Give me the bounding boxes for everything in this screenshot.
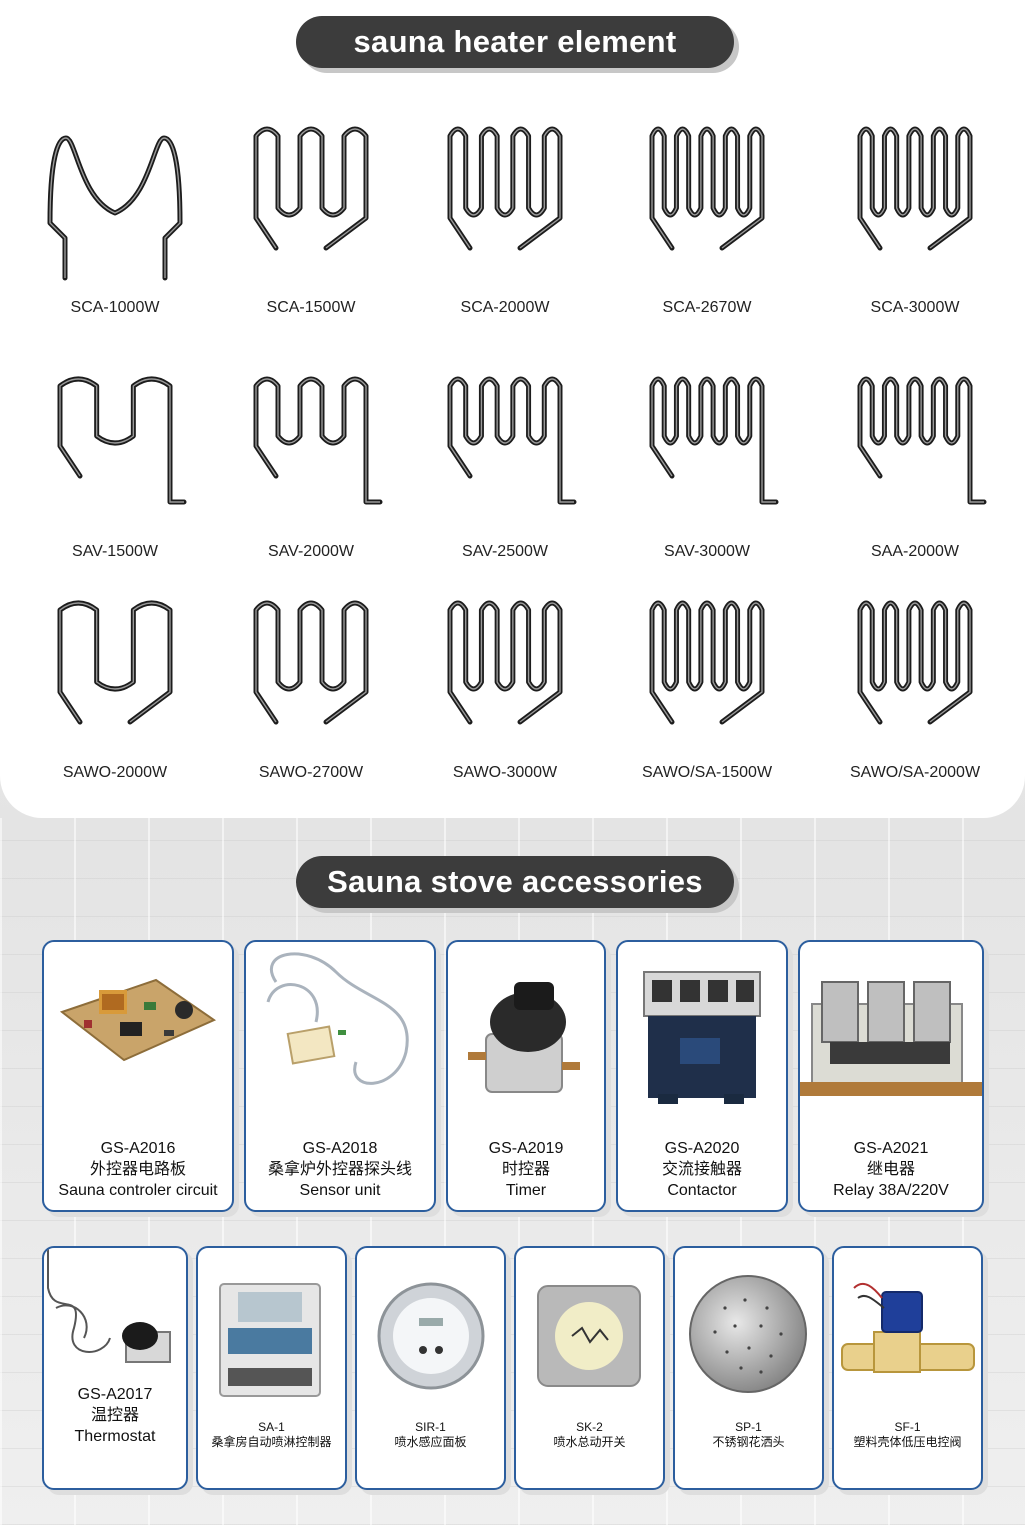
heater-element-image (649, 126, 765, 251)
heater-element-item[interactable]: SCA-1500W (216, 118, 406, 348)
heater-element-image (253, 126, 369, 251)
product-name-en: Sauna controler circuit (58, 1182, 218, 1199)
solenoid-valve-image (841, 1282, 975, 1373)
heater-model-label: SAWO-2700W (258, 764, 364, 781)
heater-element-image (253, 600, 369, 725)
product-name-cn: 时控器 (501, 1161, 550, 1178)
timer-image (468, 982, 580, 1093)
heater-element-item[interactable]: SAA-2000W (820, 366, 1010, 596)
product-name-cn: 不锈钢花洒头 (712, 1435, 785, 1449)
heater-element-image (447, 600, 563, 725)
heater-element-item[interactable]: SAWO/SA-1500W (612, 592, 802, 822)
heater-model-label: SCA-2670W (662, 299, 752, 316)
product-code: SA-1 (258, 1420, 285, 1434)
thermostat-image (47, 1248, 171, 1363)
contactor-image (643, 971, 761, 1104)
product-code: GS-A2017 (77, 1386, 153, 1403)
product-name-en: Thermostat (74, 1428, 156, 1445)
section-title-accessories: Sauna stove accessories (296, 856, 734, 908)
heater-element-image (447, 126, 563, 251)
spray-switch-image (537, 1285, 641, 1387)
product-name-cn: 喷水感应面板 (394, 1435, 467, 1449)
heater-element-item[interactable]: SAV-2000W (216, 366, 406, 596)
section-title-heaters: sauna heater element (296, 16, 734, 68)
relay-image (800, 981, 982, 1096)
product-name-en: Timer (505, 1182, 547, 1199)
product-name-cn: 桑拿房自动喷淋控制器 (211, 1435, 332, 1449)
product-name-en: Contactor (667, 1182, 737, 1199)
product-code: GS-A2019 (488, 1140, 564, 1157)
heater-model-label: SCA-3000W (870, 299, 960, 316)
heater-element-item[interactable]: SAWO-2000W (20, 592, 210, 822)
heater-element-item[interactable]: SCA-3000W (820, 118, 1010, 348)
heater-model-label: SAV-3000W (664, 543, 750, 560)
heater-element-item[interactable]: SAWO/SA-2000W (820, 592, 1010, 822)
product-code: GS-A2020 (664, 1140, 740, 1157)
heater-element-image (857, 376, 987, 505)
sensor-cable-image (266, 952, 409, 1085)
circuit-board-image (59, 978, 217, 1062)
heater-model-label: SAV-1500W (72, 543, 158, 560)
product-name-cn: 桑拿炉外控器探头线 (267, 1161, 412, 1178)
heater-element-item[interactable]: SAV-1500W (20, 366, 210, 596)
product-code: GS-A2021 (853, 1140, 929, 1157)
heater-model-label: SCA-1000W (70, 299, 160, 316)
heater-element-item[interactable]: SAV-2500W (410, 366, 600, 596)
heater-element-image (57, 600, 173, 725)
accessory-card[interactable]: GS-A2017 温控器 Thermostat (42, 1246, 188, 1490)
accessory-card[interactable]: GS-A2016 外控器电路板 Sauna controler circuit (42, 940, 234, 1212)
accessory-card[interactable]: SF-1 塑料壳体低压电控阀 (832, 1246, 983, 1490)
heater-model-label: SAWO-3000W (452, 764, 558, 781)
product-name-cn: 外控器电路板 (89, 1161, 186, 1178)
heater-element-image (253, 376, 383, 505)
sensor-panel-image (377, 1282, 485, 1390)
accessory-card[interactable]: GS-A2018 桑拿炉外控器探头线 Sensor unit (244, 940, 436, 1212)
heater-model-label: SCA-1500W (266, 299, 356, 316)
heater-element-item[interactable]: SCA-2670W (612, 118, 802, 348)
product-name-cn: 塑料壳体低压电控阀 (853, 1435, 962, 1449)
product-code: GS-A2016 (100, 1140, 176, 1157)
heater-model-label: SAWO/SA-1500W (641, 764, 773, 781)
product-name-cn: 温控器 (90, 1407, 139, 1424)
heater-element-image (857, 126, 973, 251)
heater-model-label: SCA-2000W (460, 299, 550, 316)
product-name-cn: 交流接触器 (661, 1161, 742, 1178)
heater-model-label: SAWO/SA-2000W (849, 764, 981, 781)
accessory-card[interactable]: SA-1 桑拿房自动喷淋控制器 (196, 1246, 347, 1490)
product-code: SIR-1 (415, 1420, 446, 1434)
accessory-card[interactable]: GS-A2021 继电器 Relay 38A/220V (798, 940, 984, 1212)
heater-element-item[interactable]: SAV-3000W (612, 366, 802, 596)
heater-element-item[interactable]: SAWO-3000W (410, 592, 600, 822)
product-name-cn: 继电器 (866, 1161, 915, 1178)
product-code: SP-1 (735, 1420, 762, 1434)
accessory-card[interactable]: GS-A2020 交流接触器 Contactor (616, 940, 788, 1212)
heater-element-image (447, 376, 577, 505)
heater-element-image (57, 376, 187, 505)
heater-element-image (649, 600, 765, 725)
product-code: SF-1 (894, 1420, 921, 1434)
accessory-card[interactable]: GS-A2019 时控器 Timer (446, 940, 606, 1212)
heater-element-item[interactable]: SAWO-2700W (216, 592, 406, 822)
heater-model-label: SAV-2000W (268, 543, 354, 560)
shower-head-image (689, 1275, 807, 1393)
heater-element-image (47, 135, 183, 281)
heater-element-item[interactable]: SCA-2000W (410, 118, 600, 348)
heater-element-image (649, 376, 779, 505)
heater-element-image (857, 600, 973, 725)
accessory-card[interactable]: SP-1 不锈钢花洒头 (673, 1246, 824, 1490)
accessory-card[interactable]: SIR-1 喷水感应面板 (355, 1246, 506, 1490)
product-name-cn: 喷水总动开关 (553, 1435, 626, 1449)
heater-model-label: SAV-2500W (462, 543, 548, 560)
product-code: SK-2 (576, 1420, 603, 1434)
heater-element-item[interactable]: SCA-1000W (20, 118, 210, 348)
accessory-card[interactable]: SK-2 喷水总动开关 (514, 1246, 665, 1490)
product-name-en: Relay 38A/220V (833, 1182, 949, 1199)
heater-model-label: SAA-2000W (870, 543, 960, 560)
spray-controller-image (219, 1283, 321, 1397)
product-name-en: Sensor unit (299, 1182, 381, 1199)
heater-model-label: SAWO-2000W (62, 764, 168, 781)
product-code: GS-A2018 (302, 1140, 378, 1157)
